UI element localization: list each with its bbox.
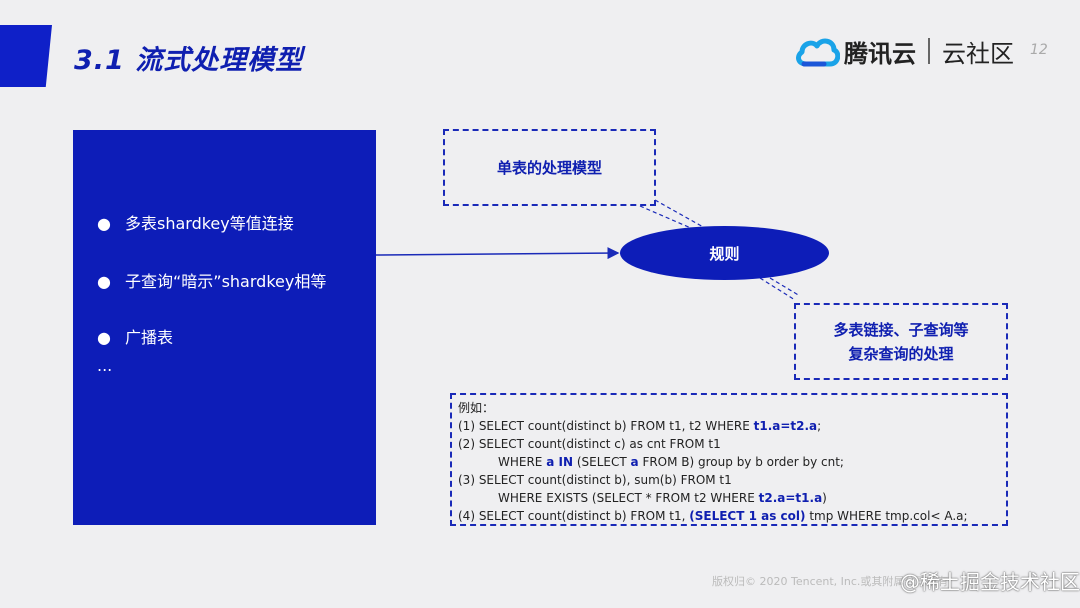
example-line: (3) SELECT count(distinct b), sum(b) FRO…	[458, 473, 732, 487]
bullet-icon: ●	[97, 214, 111, 233]
example-line: (2) SELECT count(distinct c) as cnt FROM…	[458, 437, 721, 451]
footer-copyright: 版权归© 2020 Tencent, Inc.或其附属公司所有	[712, 575, 949, 588]
page-title: 3.1 流式处理模型	[74, 45, 304, 76]
example-line: WHERE a IN (SELECT a FROM B) group by b …	[498, 455, 844, 469]
example-line: WHERE EXISTS (SELECT * FROM t2 WHERE t2.…	[498, 491, 827, 505]
brand-name: 腾讯云	[844, 39, 916, 68]
page-number: 12	[1030, 42, 1048, 58]
cloud-logo-icon	[796, 38, 840, 67]
title-accent-bar	[0, 25, 52, 87]
bullet-icon: ●	[97, 272, 111, 291]
rule-node: 规则	[620, 226, 829, 280]
rule-to-complex-connector	[759, 277, 801, 301]
list-item: ●多表shardkey等值连接	[97, 214, 294, 233]
list-ellipsis: ...	[97, 356, 113, 375]
example-line: (1) SELECT count(distinct b) FROM t1, t2…	[458, 419, 822, 433]
community-name: 云社区	[942, 39, 1014, 68]
complex-query-box: 多表链接、子查询等 复杂查询的处理	[794, 303, 1008, 380]
rule-arrow	[375, 247, 620, 260]
tencent-cloud-logo: 腾讯云 云社区	[794, 34, 1014, 68]
single-table-model-box: 单表的处理模型	[443, 129, 656, 206]
logo-divider	[928, 38, 930, 64]
conditions-panel: ●多表shardkey等值连接 ●子查询“暗示”shardkey相等 ●广播表 …	[73, 130, 376, 525]
example-line: (4) SELECT count(distinct b) FROM t1, (S…	[458, 509, 968, 523]
sql-examples-box: 例如： (1) SELECT count(distinct b) FROM t1…	[450, 393, 1008, 526]
list-item: ●子查询“暗示”shardkey相等	[97, 272, 327, 291]
list-item: ●广播表	[97, 328, 174, 347]
bullet-icon: ●	[97, 328, 111, 347]
examples-heading: 例如：	[458, 401, 495, 415]
watermark: @稀土掘金技术社区	[900, 570, 1080, 594]
